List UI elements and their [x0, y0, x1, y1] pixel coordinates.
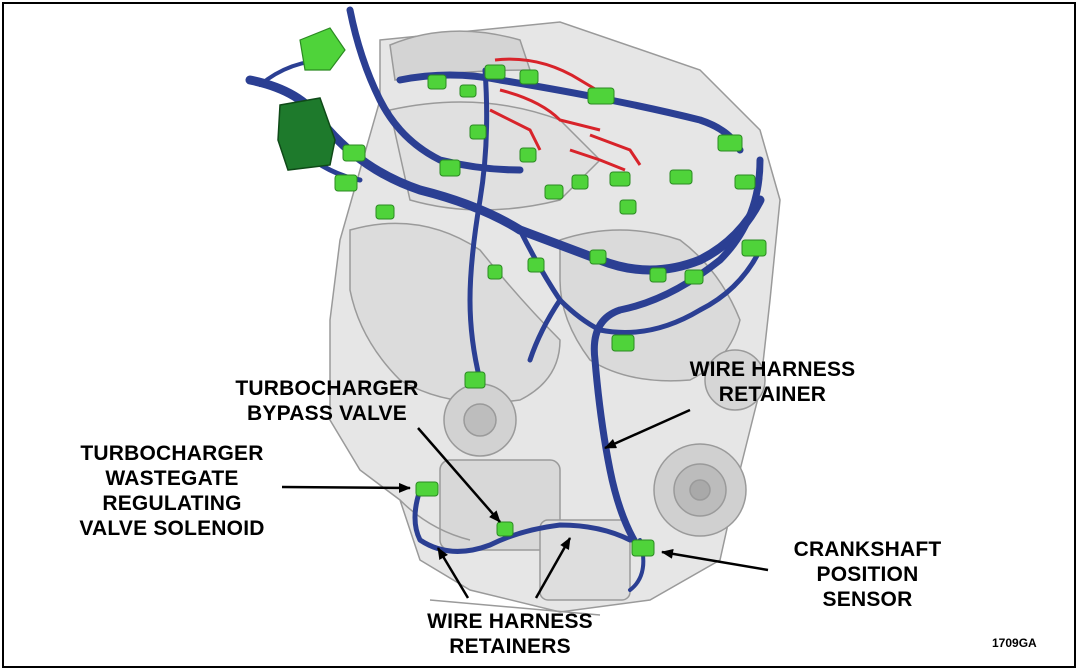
- vacuum-lines: [489, 57, 642, 172]
- arrow-retainer-left: [436, 547, 470, 599]
- harness-connectors: [334, 64, 767, 557]
- wire-harness-retainer-label: WIRE HARNESS RETAINER: [689, 358, 856, 406]
- turbocharger-wastegate-label: TURBOCHARGER WASTEGATE REGULATING VALVE …: [79, 442, 265, 540]
- arrow-crankshaft-sensor: [661, 548, 769, 572]
- callout-arrows: [281, 408, 769, 599]
- arrow-retainer-right: [534, 537, 572, 599]
- arrow-wire-harness-retainer: [604, 408, 691, 450]
- figure-id: 1709GA: [992, 636, 1037, 650]
- crankshaft-sensor-connector: [631, 539, 655, 557]
- arrow-wastegate: [281, 482, 411, 493]
- arrow-bypass-valve: [417, 427, 501, 523]
- ecm-module: [277, 27, 346, 171]
- bypass-valve-connector: [496, 521, 514, 537]
- wastegate-solenoid-connector: [415, 481, 439, 497]
- turbocharger-bypass-valve-label: TURBOCHARGER BYPASS VALVE: [235, 377, 419, 425]
- wire-harness-retainers-label: WIRE HARNESS RETAINERS: [427, 610, 593, 658]
- crankshaft-position-sensor-label: CRANKSHAFT POSITION SENSOR: [793, 538, 942, 611]
